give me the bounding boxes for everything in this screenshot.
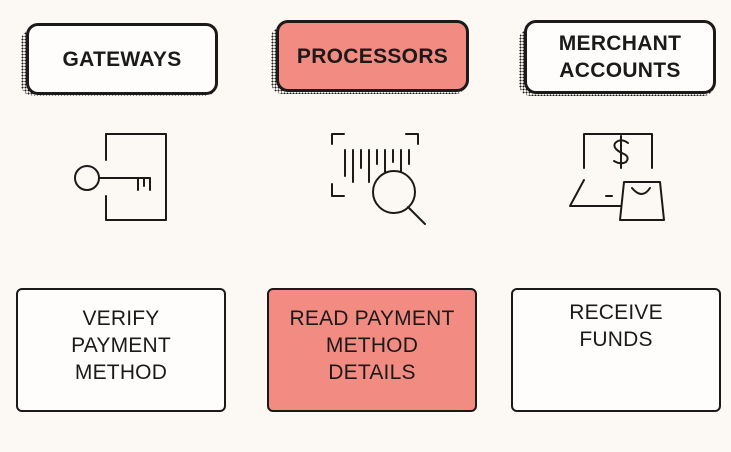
key-icon <box>72 130 176 226</box>
barcode-search-icon <box>328 128 432 228</box>
processors-title: PROCESSORS <box>296 44 449 68</box>
merchant-accounts-description-box: RECEIVE FUNDS <box>511 288 721 412</box>
gateways-description-box: VERIFY PAYMENT METHOD <box>16 288 226 412</box>
merchant-accounts-description: RECEIVE FUNDS <box>569 301 663 351</box>
processors-description-box: READ PAYMENT METHOD DETAILS <box>267 288 477 412</box>
merchant-accounts-title: MERCHANT ACCOUNTS <box>558 32 682 82</box>
gateways-title: GATEWAYS <box>62 47 182 71</box>
processors-header: PROCESSORS <box>276 20 469 92</box>
processors-description: READ PAYMENT METHOD DETAILS <box>289 307 455 384</box>
gateways-header: GATEWAYS <box>26 23 218 95</box>
merchant-accounts-header: MERCHANT ACCOUNTS <box>524 20 716 94</box>
gateways-description: VERIFY PAYMENT METHOD <box>71 307 171 384</box>
laptop-shopping-bag-icon <box>566 130 670 226</box>
